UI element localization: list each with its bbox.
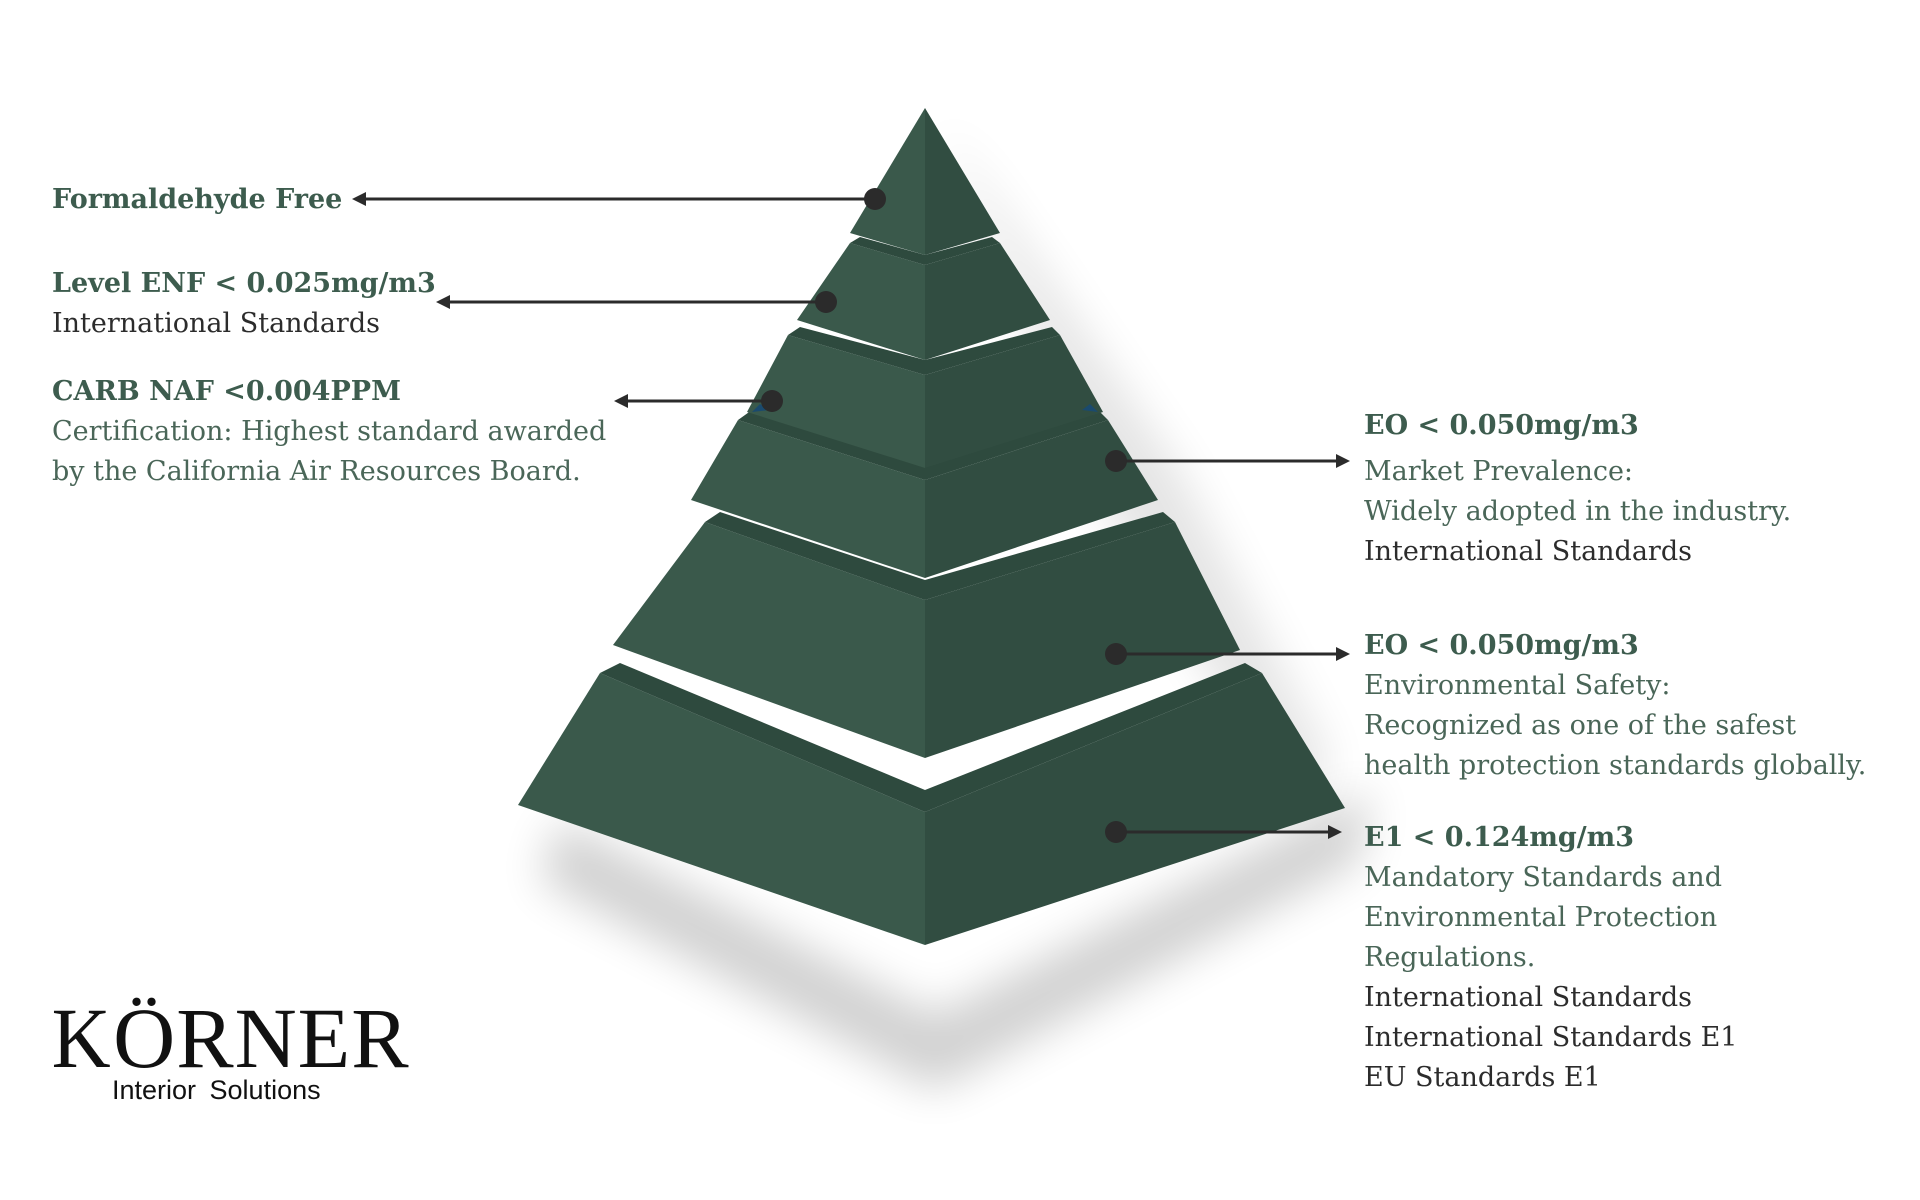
label-heading: CARB NAF <0.004PPM bbox=[52, 376, 401, 407]
label-heading: E1 < 0.124mg/m3 bbox=[1364, 822, 1634, 853]
label-line: International Standards bbox=[1364, 536, 1692, 567]
pyramid-tier-1 bbox=[850, 108, 1000, 255]
label-heading: Formaldehyde Free bbox=[52, 184, 343, 215]
connector-eo-environment bbox=[1105, 643, 1350, 665]
logo-tagline: Interior Solutions bbox=[112, 1075, 321, 1105]
label-line: EU Standards E1 bbox=[1364, 1062, 1601, 1093]
label-line: by the California Air Resources Board. bbox=[52, 456, 581, 487]
label-eo-environmental-safety: EO < 0.050mg/m3 Environmental Safety: Re… bbox=[1364, 626, 1866, 786]
pyramid-tier-5 bbox=[613, 512, 1240, 758]
logo-k-monogram: K bbox=[51, 990, 112, 1086]
connector-formaldehyde-free bbox=[352, 188, 886, 210]
label-line: International Standards bbox=[52, 308, 380, 339]
label-line: International Standards E1 bbox=[1364, 1022, 1738, 1053]
label-line: International Standards bbox=[1364, 982, 1692, 1013]
label-line: Mandatory Standards and bbox=[1364, 862, 1722, 893]
label-level-enf: Level ENF < 0.025mg/m3 International Sta… bbox=[52, 264, 436, 344]
connector-e1 bbox=[1105, 821, 1342, 843]
connector-carb-naf bbox=[614, 390, 783, 412]
label-line: health protection standards globally. bbox=[1364, 750, 1867, 781]
label-carb-naf: CARB NAF <0.004PPM Certification: Highes… bbox=[52, 372, 606, 492]
connector-level-enf bbox=[436, 291, 837, 313]
connector-eo-market bbox=[1105, 450, 1350, 472]
label-line: Recognized as one of the safest bbox=[1364, 710, 1797, 741]
pyramid-tier-6 bbox=[518, 663, 1345, 945]
pyramid-tier-2 bbox=[797, 237, 1050, 360]
label-line: Widely adopted in the industry. bbox=[1364, 496, 1792, 527]
logo-brand: KÖRNER bbox=[50, 995, 410, 1081]
label-line: Environmental Safety: bbox=[1364, 670, 1671, 701]
label-eo-market-prevalence: EO < 0.050mg/m3 Market Prevalence: Widel… bbox=[1364, 406, 1791, 572]
label-line: Regulations. bbox=[1364, 942, 1536, 973]
label-heading: EO < 0.050mg/m3 bbox=[1364, 410, 1639, 441]
label-formaldehyde-free: Formaldehyde Free bbox=[52, 180, 342, 220]
logo-brand-rest: ÖRNER bbox=[113, 990, 410, 1086]
korner-logo: KÖRNER Interior Solutions bbox=[50, 995, 430, 1115]
pyramid-tier-4 bbox=[691, 410, 1158, 578]
label-line: Certification: Highest standard awarded bbox=[52, 416, 607, 447]
label-line: Environmental Protection bbox=[1364, 902, 1718, 933]
label-heading: Level ENF < 0.025mg/m3 bbox=[52, 268, 436, 299]
label-heading: EO < 0.050mg/m3 bbox=[1364, 630, 1639, 661]
label-line: Market Prevalence: bbox=[1364, 456, 1634, 487]
label-e1: E1 < 0.124mg/m3 Mandatory Standards and … bbox=[1364, 818, 1737, 1098]
pyramid-tier-3 bbox=[747, 327, 1103, 468]
